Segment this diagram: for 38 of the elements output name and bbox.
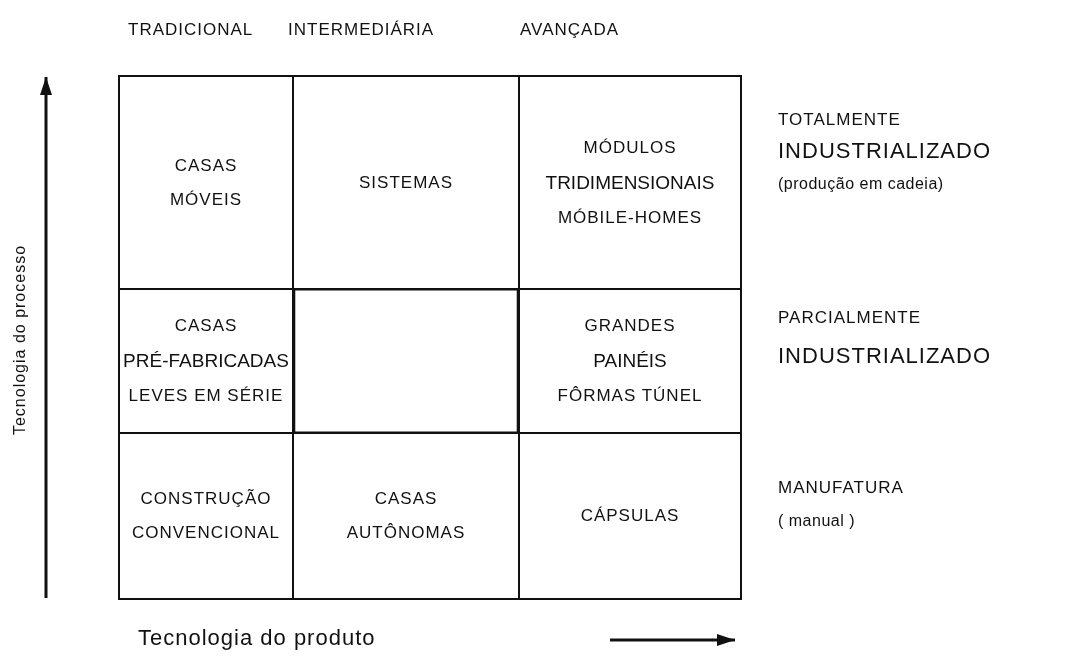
cell-text: MÓDULOS (583, 137, 677, 158)
cell-text: FÔRMAS TÚNEL (557, 386, 703, 406)
matrix-cell (518, 432, 742, 600)
cell-text: PRÉ-FABRICADAS (123, 350, 289, 372)
cell-text: CASAS (374, 489, 438, 509)
matrix-cell (118, 288, 294, 434)
cell-text: MÓVEIS (169, 189, 243, 210)
cell-text: CASAS (174, 155, 238, 176)
column-header: AVANÇADA (520, 20, 619, 40)
matrix-cell (118, 432, 294, 600)
cell-text: CASAS (174, 316, 238, 336)
row-label: INDUSTRIALIZADO (778, 343, 992, 369)
column-header: TRADICIONAL (128, 20, 254, 40)
matrix-cell (292, 75, 520, 290)
matrix-cell (118, 75, 294, 290)
cell-text: SISTEMAS (359, 172, 453, 193)
axis-label: Tecnologia do produto (138, 625, 376, 651)
cell-text: PAINÉIS (593, 350, 667, 372)
empty-matrix-cell (292, 288, 520, 434)
matrix-cell (518, 288, 742, 434)
cell-text: CÁPSULAS (580, 506, 680, 526)
cell-text: LEVES EM SÉRIE (128, 386, 284, 406)
matrix-cell (292, 432, 520, 600)
cell-text: MÓBILE-HOMES (557, 207, 703, 228)
cell-text: CONVENCIONAL (132, 523, 280, 543)
axis-label: Tecnologia do processo (11, 244, 29, 436)
row-label: TOTALMENTE (778, 110, 901, 130)
cell-text: TRIDIMENSIONAIS (545, 171, 715, 194)
row-label: MANUFATURA (778, 478, 904, 498)
row-note: (produção em cadeia) (778, 175, 944, 193)
cell-text: AUTÔNOMAS (346, 523, 466, 543)
matrix-cell (518, 75, 742, 290)
column-header: INTERMEDIÁRIA (288, 20, 435, 40)
cell-text: CONSTRUÇÃO (140, 489, 272, 509)
row-label: PARCIALMENTE (778, 308, 921, 328)
cell-text: GRANDES (584, 316, 676, 336)
row-note: ( manual ) (778, 512, 856, 530)
row-label: INDUSTRIALIZADO (778, 138, 992, 164)
